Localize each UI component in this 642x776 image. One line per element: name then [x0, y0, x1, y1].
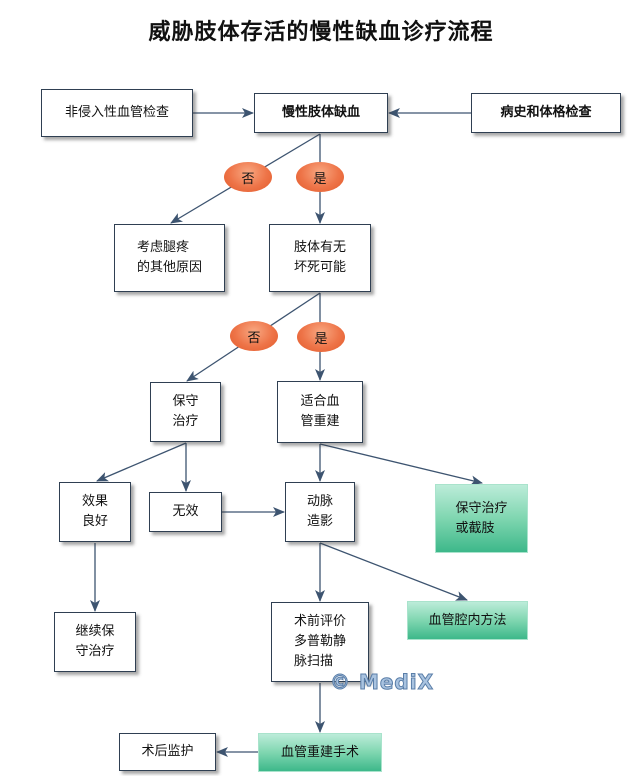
node-label: 慢性肢体缺血	[281, 105, 360, 120]
node-label: 保守 治疗	[172, 394, 199, 429]
node-necrosis-possible[interactable]: 肢体有无 坏死可能	[269, 224, 371, 292]
node-preop-evaluation[interactable]: 术前评价 多普勒静 脉扫描	[271, 602, 369, 682]
decision-no: 否	[224, 162, 272, 192]
node-revascularization-surgery[interactable]: 血管重建手术	[258, 733, 382, 772]
node-label: 术前评价 多普勒静 脉扫描	[293, 614, 346, 669]
node-label: 血管腔内方法	[428, 612, 507, 628]
node-label: 术后监护	[141, 744, 194, 759]
node-suitable-for-revascularization[interactable]: 适合血 管重建	[277, 381, 363, 443]
decision-label: 否	[241, 171, 255, 187]
node-ineffective[interactable]: 无效	[149, 492, 222, 532]
node-label: 保守治疗 或截肢	[455, 500, 508, 536]
decision-label: 是	[313, 171, 327, 187]
node-conservative-or-amputation[interactable]: 保守治疗 或截肢	[435, 484, 528, 553]
node-continue-conservative[interactable]: 继续保 守治疗	[54, 612, 136, 672]
arrow-conservative-to-effective	[96, 442, 187, 482]
node-label: 考虑腿疼 的其他原因	[136, 240, 202, 275]
decision-label: 是	[314, 331, 328, 347]
node-label: 效果 良好	[81, 494, 108, 529]
decision-no: 否	[230, 321, 278, 351]
arrow-angiography-to-endovascular	[319, 542, 468, 601]
node-postop-monitoring[interactable]: 术后监护	[119, 733, 216, 771]
node-other-causes-leg-pain[interactable]: 考虑腿疼 的其他原因	[114, 224, 225, 292]
node-label: 血管重建手术	[280, 744, 359, 760]
node-label: 继续保 守治疗	[75, 624, 115, 659]
node-noninvasive-vascular-exam[interactable]: 非侵入性血管检查	[41, 89, 193, 137]
node-conservative-treatment[interactable]: 保守 治疗	[150, 382, 221, 442]
node-label: 适合血 管重建	[300, 394, 340, 429]
diagram-title: 威胁肢体存活的慢性缺血诊疗流程	[148, 19, 494, 45]
decision-yes: 是	[296, 162, 344, 192]
node-history-physical-exam[interactable]: 病史和体格检查	[471, 93, 621, 133]
node-label: 非侵入性血管检查	[64, 105, 169, 120]
node-effective[interactable]: 效果 良好	[59, 482, 131, 542]
node-label: 病史和体格检查	[500, 105, 592, 120]
node-label: 动脉 造影	[306, 494, 333, 529]
node-endovascular-method[interactable]: 血管腔内方法	[407, 601, 528, 640]
node-angiography[interactable]: 动脉 造影	[285, 482, 355, 542]
node-label: 无效	[172, 504, 199, 519]
watermark: © MediX	[329, 670, 435, 695]
node-label: 肢体有无 坏死可能	[293, 240, 346, 275]
arrow-revasc-to-amputation	[319, 443, 483, 486]
decision-yes: 是	[297, 322, 345, 352]
decision-label: 否	[247, 330, 261, 346]
node-chronic-limb-ischemia[interactable]: 慢性肢体缺血	[254, 93, 388, 133]
